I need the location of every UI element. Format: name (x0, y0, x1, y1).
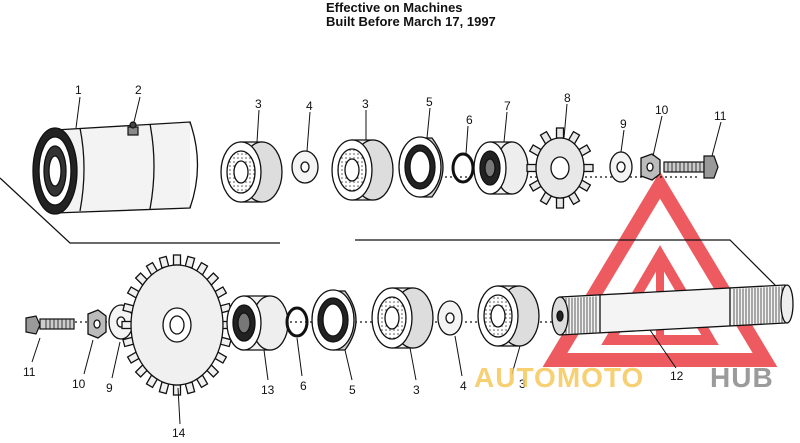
sprocket-tooth (555, 127, 565, 139)
part-12-splined-shaft (551, 284, 794, 336)
part-9-washer-bottom (108, 304, 134, 340)
callout-11: 11 (714, 109, 727, 123)
callout-10: 10 (655, 103, 669, 117)
part-8-small-sprocket (526, 127, 594, 209)
callout-9: 9 (620, 117, 627, 131)
part-3-bearing-bottom-b (477, 285, 540, 347)
callout-13: 13 (261, 383, 275, 397)
part-3-bearing-top-b (331, 139, 394, 201)
callouts-top: 1 2 3 4 3 5 6 7 8 9 10 11 (75, 83, 727, 131)
callout-5: 5 (426, 95, 433, 109)
part-11-bolt-top (663, 155, 719, 179)
part-11-bolt-bottom (25, 315, 75, 335)
part-9-washer-top (609, 151, 633, 183)
header-line-2: Built Before March 17, 1997 (326, 14, 496, 29)
callout-3b-bottom: 3 (519, 377, 526, 391)
watermark-text-hub: HUB (710, 362, 774, 393)
callout-9-bottom: 9 (106, 381, 113, 395)
callouts-bottom: 11 10 9 14 13 6 5 3 4 3 12 (23, 365, 684, 440)
callout-4-bottom: 4 (460, 379, 467, 393)
callout-3-bottom: 3 (413, 383, 420, 397)
part-2-grease-fitting (127, 121, 139, 136)
part-10-lock-washer-bottom (87, 309, 107, 339)
callout-11-bottom: 11 (23, 365, 36, 379)
callout-5-bottom: 5 (349, 383, 356, 397)
sprocket-tooth (172, 384, 182, 396)
watermark-text-automoto: AUTOMOTO (474, 362, 645, 393)
part-13-spacer-sleeve (226, 295, 289, 351)
callout-3b: 3 (362, 97, 369, 111)
sprocket-tooth (172, 254, 182, 266)
part-1-housing (32, 121, 199, 215)
part-14-large-sprocket (121, 254, 233, 396)
callout-3: 3 (255, 97, 262, 111)
part-5-bearing-cup-top (398, 136, 444, 198)
callout-12: 12 (670, 369, 684, 383)
sprocket-tooth (555, 197, 565, 209)
callout-10-bottom: 10 (72, 377, 86, 391)
callout-14: 14 (172, 426, 186, 438)
part-4-washer-top (291, 150, 319, 184)
callout-1: 1 (75, 83, 82, 97)
callout-2: 2 (135, 83, 142, 97)
part-5-bearing-cup-bottom (311, 289, 357, 351)
callout-6-bottom: 6 (300, 379, 307, 393)
part-10-lock-washer-top (640, 153, 661, 181)
part-6-o-ring-top (451, 152, 475, 184)
part-3-bearing-top-a (220, 141, 283, 203)
part-6-o-ring-bottom (285, 306, 309, 338)
part-7-spacer-sleeve (473, 141, 529, 195)
part-4-washer-bottom (437, 300, 463, 336)
header-line-1: Effective on Machines (326, 0, 463, 15)
callout-7: 7 (504, 99, 511, 113)
leader-lines (31, 96, 722, 425)
part-3-bearing-bottom-a (371, 287, 434, 349)
callout-4: 4 (306, 99, 313, 113)
callout-8: 8 (564, 91, 571, 105)
callout-6: 6 (466, 113, 473, 127)
